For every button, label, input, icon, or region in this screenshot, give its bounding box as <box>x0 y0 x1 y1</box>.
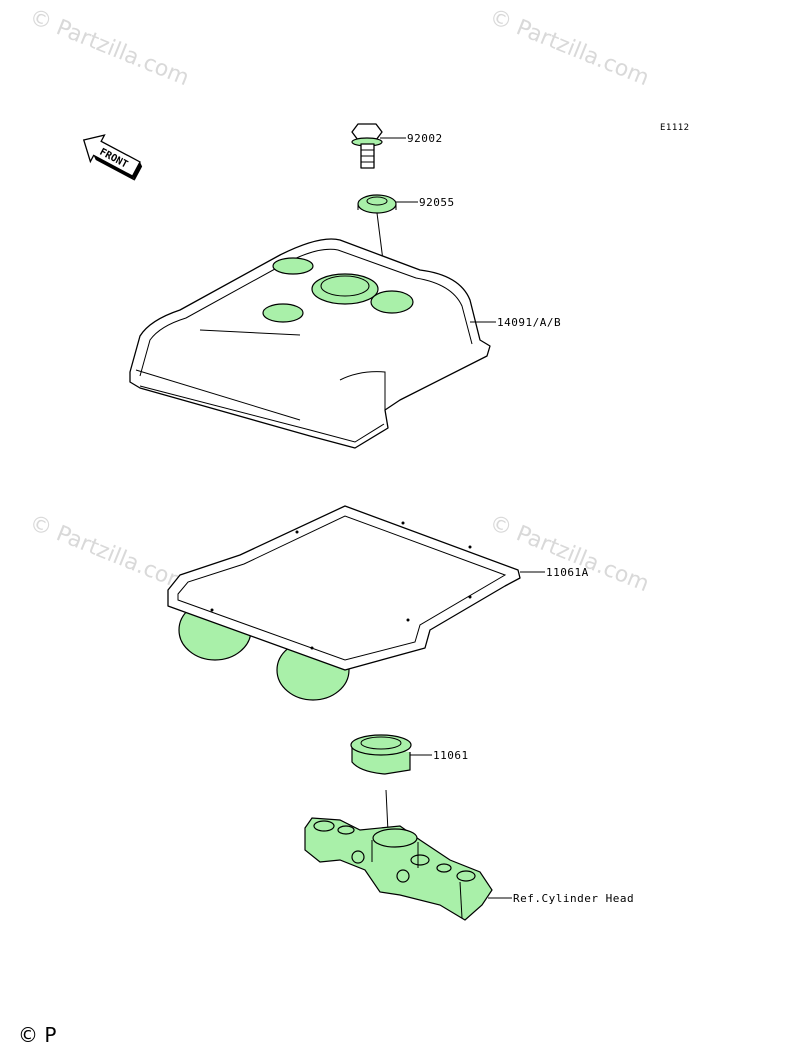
part-label-11061a: 11061A <box>546 566 589 579</box>
part-label-cylinder-head: Ref.Cylinder Head <box>513 892 634 905</box>
watermark: © Partzilla.com <box>486 510 653 597</box>
watermark: © Partzilla.com <box>26 4 193 91</box>
cylinder-head-reference <box>304 817 493 921</box>
cover-gasket-11061a <box>167 505 521 701</box>
part-label-92055: 92055 <box>419 196 455 209</box>
copyright-fragment: © P <box>18 1023 56 1046</box>
washer-92055 <box>357 194 397 214</box>
bolt-92002 <box>351 123 383 169</box>
watermark: © Partzilla.com <box>486 4 653 91</box>
part-label-92002: 92002 <box>407 132 443 145</box>
cylinder-head-cover-14091 <box>129 238 491 449</box>
drawing-code: E1112 <box>660 123 690 133</box>
part-label-11061: 11061 <box>433 749 469 762</box>
plug-gasket-11061 <box>350 734 412 775</box>
front-arrow-icon: FRONT <box>82 134 143 181</box>
part-label-14091: 14091/A/B <box>497 316 561 329</box>
watermark: © Partzilla.com <box>26 510 193 597</box>
